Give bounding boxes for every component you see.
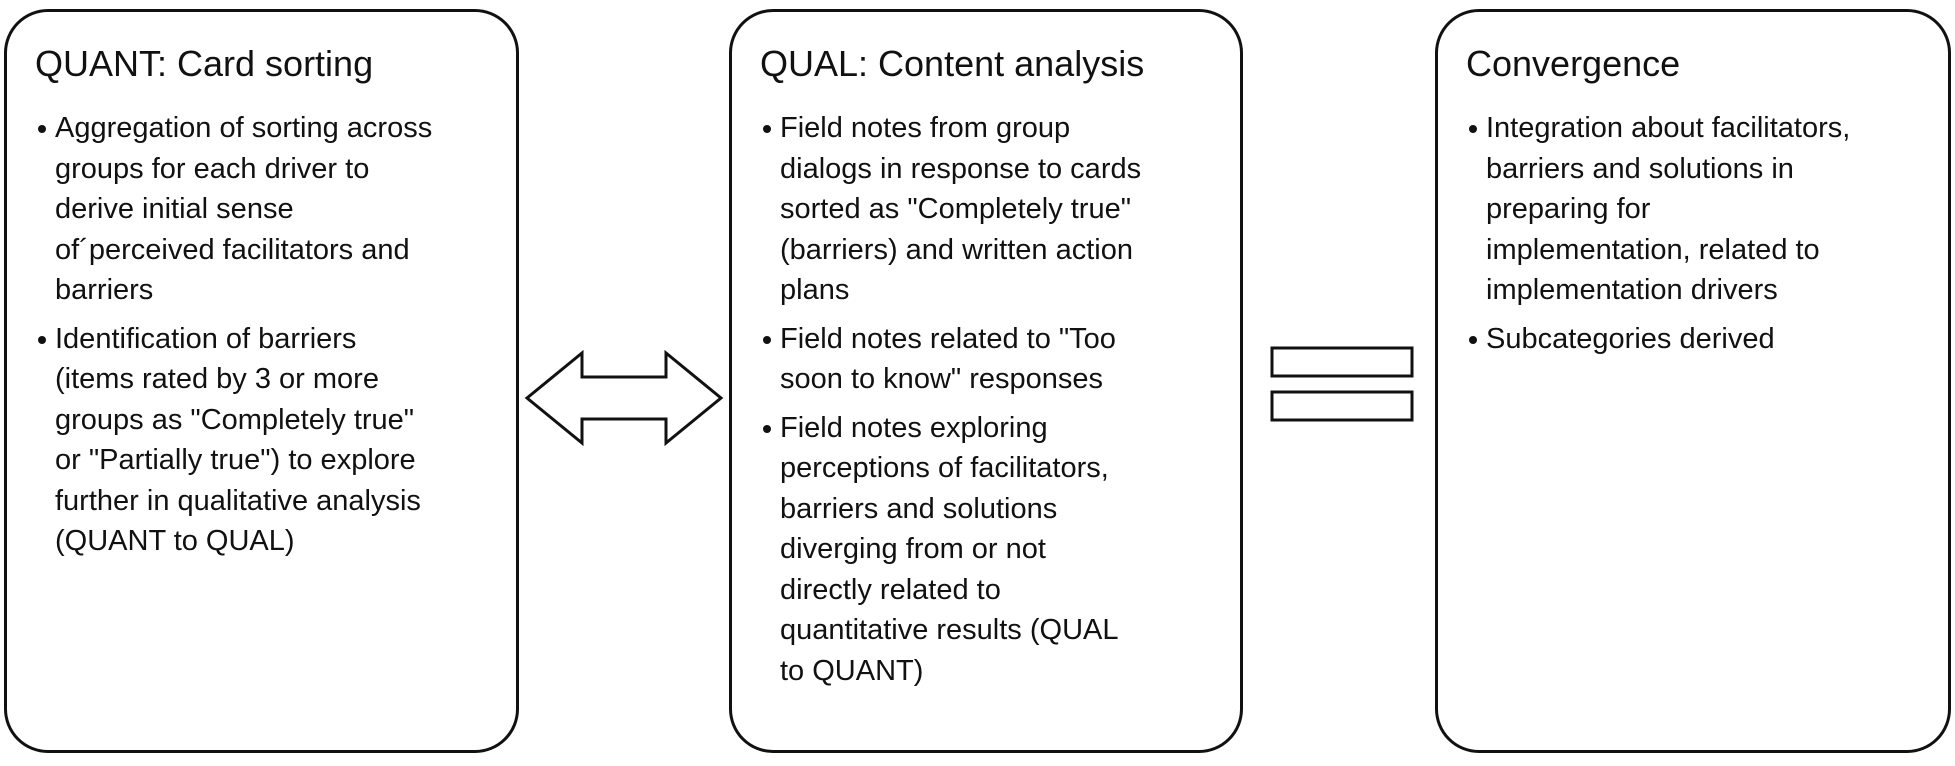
quant-bullet-aggregation: Aggregation of sorting across groups for… [37,108,502,311]
convergence-box: Convergence Integration about facilitato… [1435,9,1951,753]
quant-bullet-aggregation-text: Aggregation of sorting across groups for… [55,112,433,306]
double-arrow-icon [524,350,724,446]
quant-card-sorting-box: QUANT: Card sorting Aggregation of sorti… [4,9,519,753]
convergence-bullet-list: Integration about facilitators, barriers… [1468,108,1934,367]
qual-bullet-exploring: Field notes exploring perceptions of fac… [762,408,1226,692]
convergence-bullet-integration-text: Integration about facilitators, barriers… [1486,112,1851,306]
convergence-bullet-subcategories: Subcategories derived [1468,319,1934,360]
convergence-box-title: Convergence [1466,43,1681,84]
quant-bullet-list: Aggregation of sorting across groups for… [37,108,502,570]
qual-bullet-too-soon: Field notes related to "Too soon to know… [762,319,1226,400]
qual-box-title: QUAL: Content analysis [760,43,1145,84]
convergence-bullet-subcategories-text: Subcategories derived [1486,322,1775,355]
convergence-bullet-integration: Integration about facilitators, barriers… [1468,108,1934,311]
equals-icon [1270,346,1414,422]
quant-box-title: QUANT: Card sorting [35,43,374,84]
qual-bullet-field-notes-dialogs-text: Field notes from group dialogs in respon… [780,112,1142,306]
qual-bullet-exploring-text: Field notes exploring perceptions of fac… [780,411,1119,687]
quant-bullet-identification-text: Identification of barriers (items rated … [55,322,421,558]
qual-bullet-too-soon-text: Field notes related to "Too soon to know… [780,322,1116,396]
qual-bullet-field-notes-dialogs: Field notes from group dialogs in respon… [762,108,1226,311]
quant-bullet-identification: Identification of barriers (items rated … [37,319,502,562]
qual-content-analysis-box: QUAL: Content analysis Field notes from … [729,9,1243,753]
qual-bullet-list: Field notes from group dialogs in respon… [762,108,1226,699]
